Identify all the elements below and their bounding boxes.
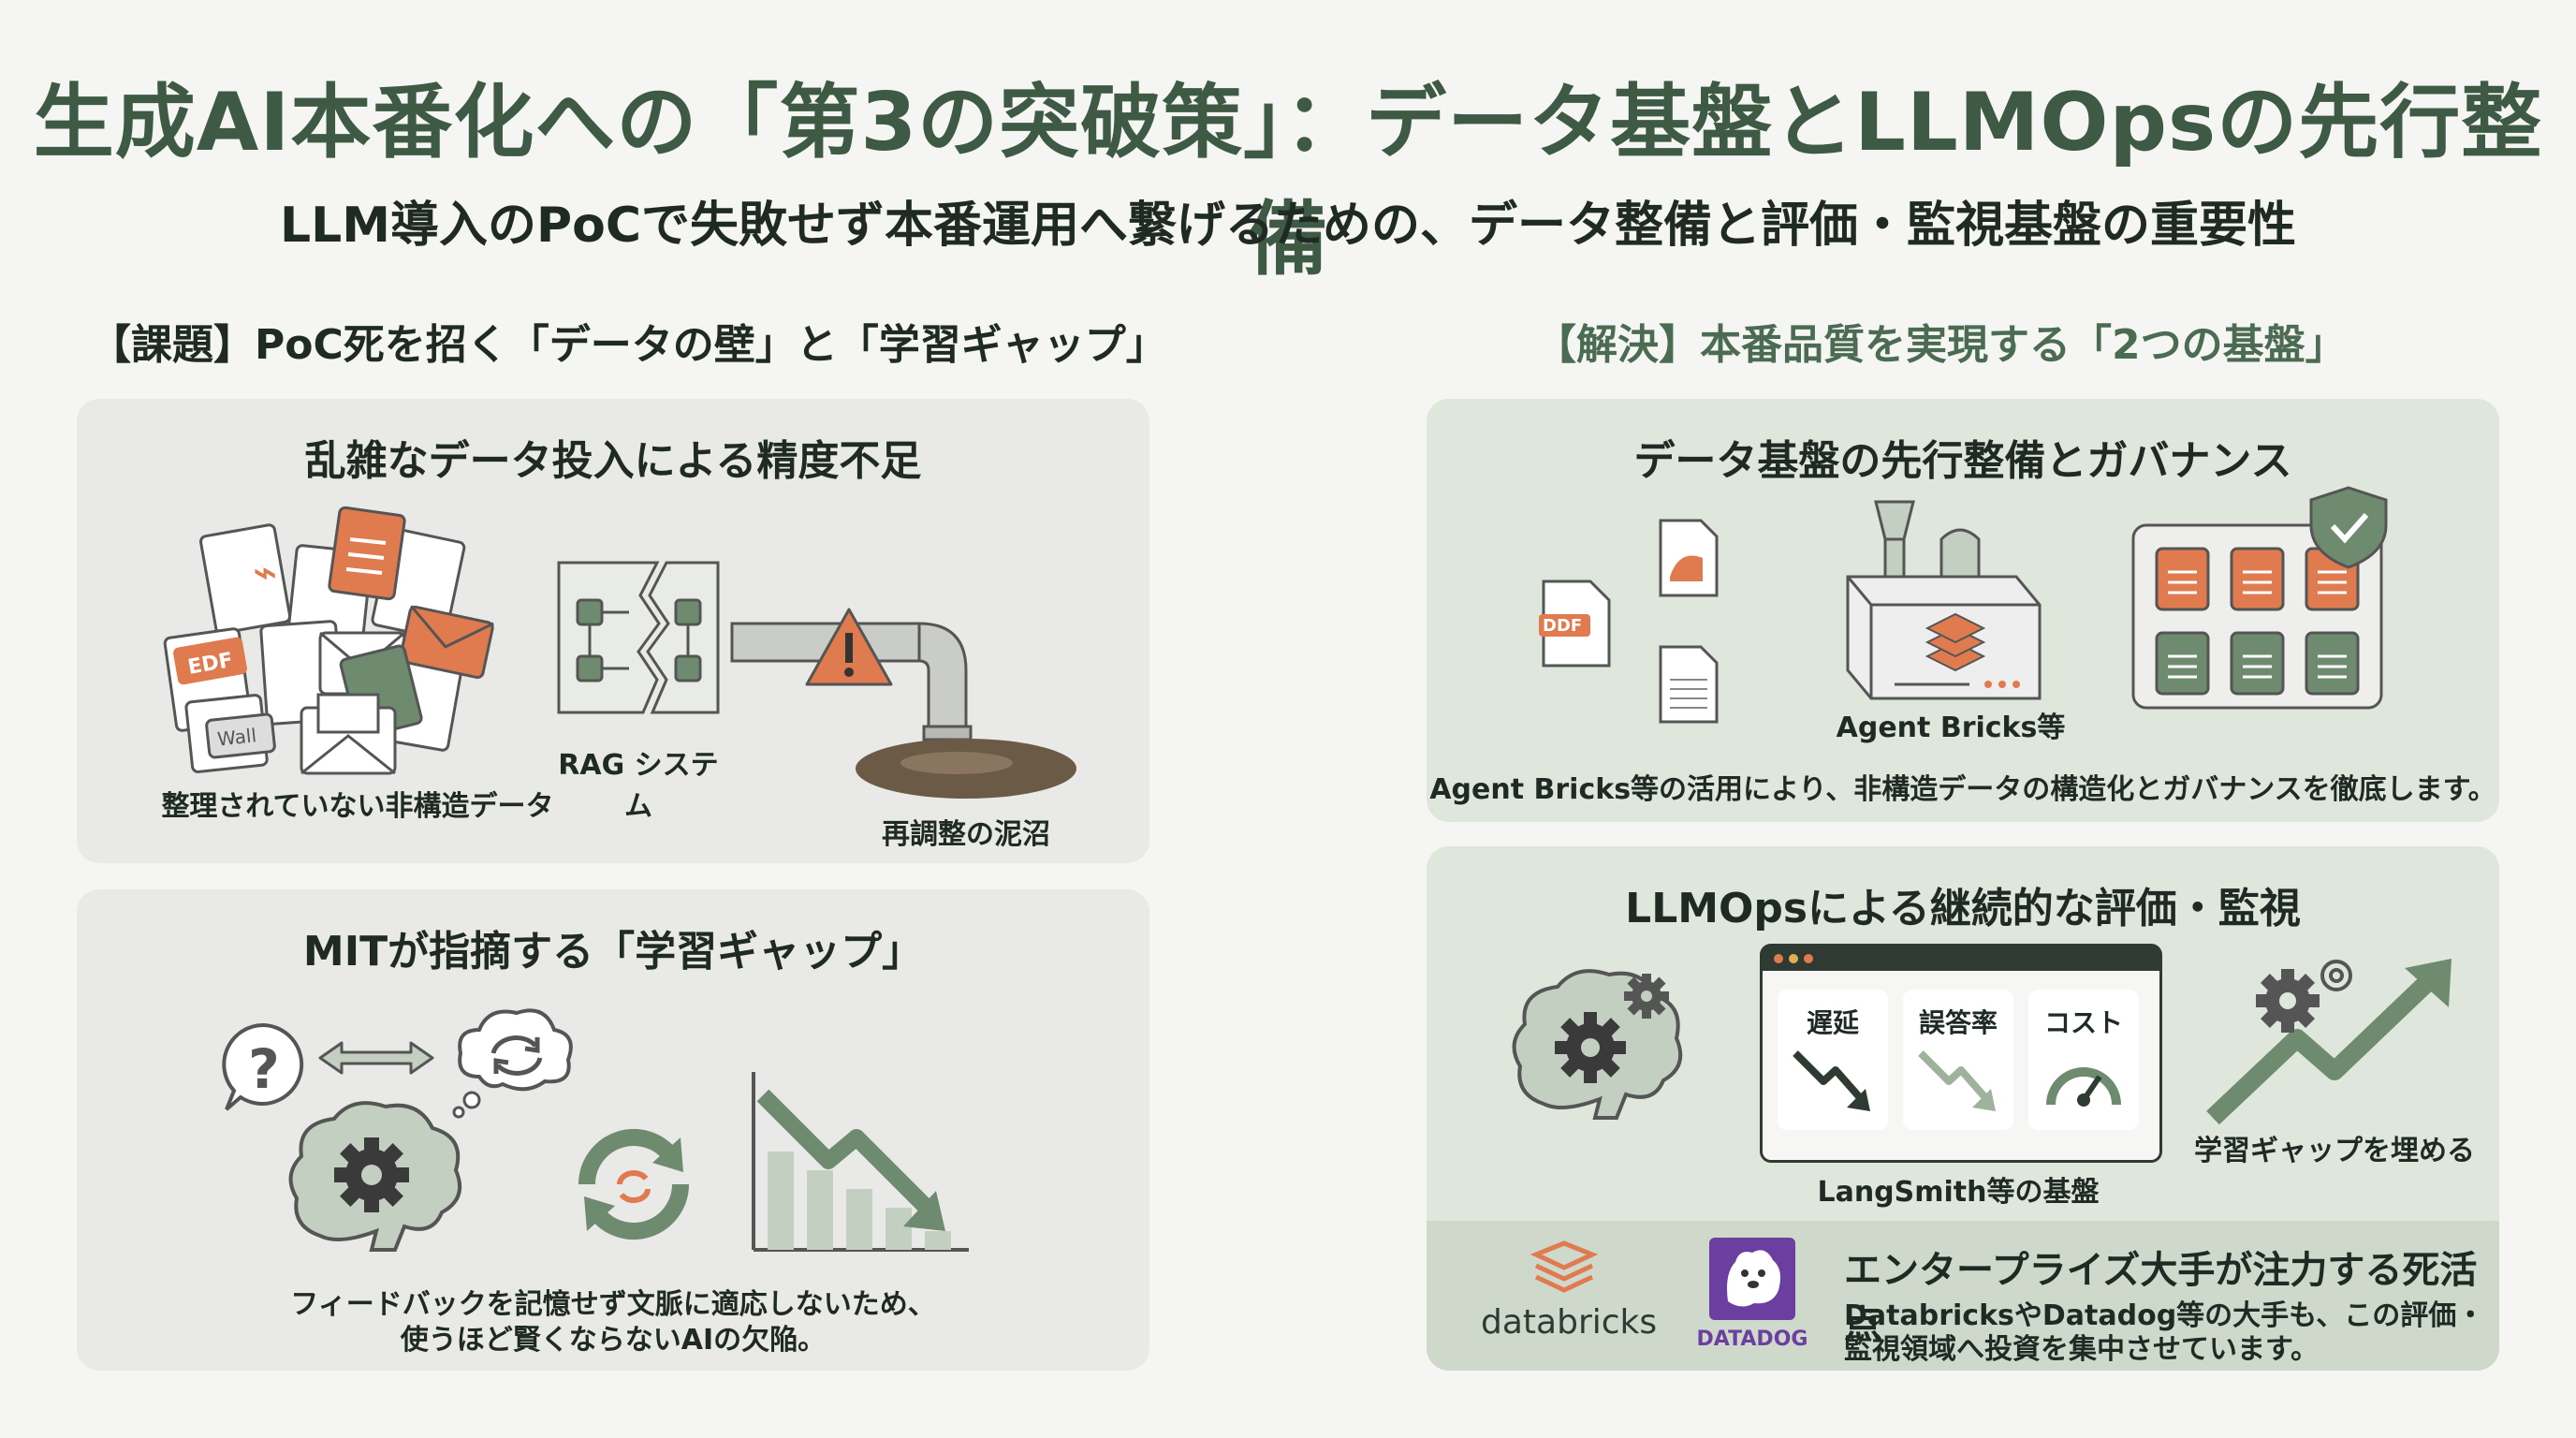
rag-system-icon bbox=[557, 561, 720, 714]
unstructured-data-label: 整理されていない非構造データ bbox=[161, 790, 554, 823]
databricks-logo-icon bbox=[1530, 1240, 1599, 1293]
dashboard-titlebar bbox=[1763, 946, 2159, 971]
rag-system-label: RAG システム bbox=[558, 749, 719, 823]
langsmith-label: LangSmith等の基盤 bbox=[1817, 1176, 2100, 1209]
thought-refresh-icon bbox=[452, 1008, 573, 1119]
svg-text:⌁: ⌁ bbox=[253, 549, 278, 596]
enterprise-strip: databricks DATADOG エンタープライズ大手が注力する死活点 Da… bbox=[1427, 1221, 2499, 1371]
llmops-card: LLMOpsによる継続的な評価・監視 遅延 bbox=[1427, 846, 2499, 1371]
question-mark-text: ? bbox=[248, 1037, 280, 1101]
image-document-icon bbox=[1659, 519, 1719, 597]
solution-heading: 【解決】本番品質を実現する「2つの基盤」 bbox=[1535, 321, 2347, 369]
gauge-icon bbox=[2046, 1067, 2121, 1107]
metric-error-rate: 誤答率 bbox=[1903, 990, 2013, 1130]
monitoring-dashboard: 遅延 誤答率 コスト bbox=[1760, 944, 2162, 1163]
metric-label: コスト bbox=[2043, 1007, 2123, 1038]
llmops-title: LLMOpsによる継続的な評価・監視 bbox=[1625, 885, 2301, 932]
brain-gears-icon bbox=[1512, 969, 1683, 1120]
learning-gap-title: MITが指摘する「学習ギャップ」 bbox=[302, 928, 924, 976]
pdf-document-icon bbox=[1539, 580, 1611, 668]
swamp-label: 再調整の泥沼 bbox=[882, 818, 1050, 851]
agent-bricks-label: Agent Bricks等 bbox=[1836, 712, 2066, 744]
learning-gap-fill-label: 学習ギャップを埋める bbox=[2194, 1135, 2475, 1167]
mail-tag-label: Wall bbox=[216, 724, 257, 750]
enterprise-body-1: DatabricksやDatadog等の大手も、この評価・ bbox=[1844, 1299, 2485, 1332]
enterprise-headline: エンタープライズ大手が注力する死活点 bbox=[1844, 1249, 2478, 1346]
trend-down-icon bbox=[1918, 1050, 1996, 1111]
data-foundation-title: データ基盤の先行整備とガバナンス bbox=[1633, 437, 2292, 485]
messy-data-card: 乱雑なデータ投入による精度不足 EDF Wall ⌁ 整理されていない非構造デー… bbox=[77, 399, 1149, 863]
enterprise-body-2: 監視領域へ投資を集中させています。 bbox=[1844, 1333, 2319, 1366]
data-foundation-caption: Agent Bricks等の活用により、非構造データの構造化とガバナンスを徹底し… bbox=[1429, 773, 2496, 806]
metric-label: 遅延 bbox=[1806, 1007, 1859, 1038]
problem-heading: 【課題】PoC死を招く「データの壁」と「学習ギャップ」 bbox=[90, 321, 1167, 369]
page-title: 生成AI本番化への「第3の突破策」：データ基盤とLLMOpsの先行整備 bbox=[33, 76, 2543, 286]
window-dot-icon bbox=[1789, 954, 1798, 963]
mud-swamp-icon bbox=[856, 739, 1076, 799]
cycle-arrows-icon bbox=[578, 1129, 689, 1240]
text-document-icon bbox=[1659, 645, 1719, 724]
metric-label: 誤答率 bbox=[1918, 1007, 1998, 1038]
learning-gap-caption-2: 使うほど賢くならないAIの欠陥。 bbox=[400, 1324, 827, 1357]
learning-gap-card: MITが指摘する「学習ギャップ」 ? bbox=[77, 889, 1149, 1371]
growth-gears-icon bbox=[2206, 959, 2452, 1125]
databricks-wordmark: databricks bbox=[1481, 1303, 1658, 1342]
question-bubble-icon bbox=[222, 1022, 304, 1111]
processing-machine-icon bbox=[1846, 500, 2042, 700]
window-dot-icon bbox=[1804, 954, 1813, 963]
page-subtitle: LLM導入のPoCで失敗せず本番運用へ繋げるための、データ整備と評価・監視基盤の… bbox=[279, 198, 2296, 254]
double-arrow-icon bbox=[318, 1041, 434, 1075]
learning-gap-caption-1: フィードバックを記憶せず文脈に適応しないため、 bbox=[290, 1288, 936, 1321]
messy-data-title: 乱雑なデータ投入による精度不足 bbox=[304, 437, 922, 485]
document-pile-icon: EDF Wall ⌁ bbox=[163, 506, 494, 775]
window-dot-icon bbox=[1774, 954, 1783, 963]
ddf-tag-label: DDF bbox=[1543, 616, 1583, 636]
metric-latency: 遅延 bbox=[1778, 990, 1888, 1130]
structured-files-grid-icon bbox=[2131, 486, 2388, 710]
trend-down-icon bbox=[1793, 1050, 1870, 1111]
data-foundation-card: データ基盤の先行整備とガバナンス DDF Agent Bricks等 bbox=[1427, 399, 2499, 822]
warning-icon bbox=[805, 608, 893, 686]
brain-gear-icon bbox=[288, 1101, 461, 1252]
declining-chart-icon bbox=[752, 1072, 969, 1252]
datadog-logo-icon bbox=[1709, 1238, 1795, 1320]
metric-cost: コスト bbox=[2028, 990, 2139, 1130]
datadog-wordmark: DATADOG bbox=[1696, 1328, 1808, 1351]
